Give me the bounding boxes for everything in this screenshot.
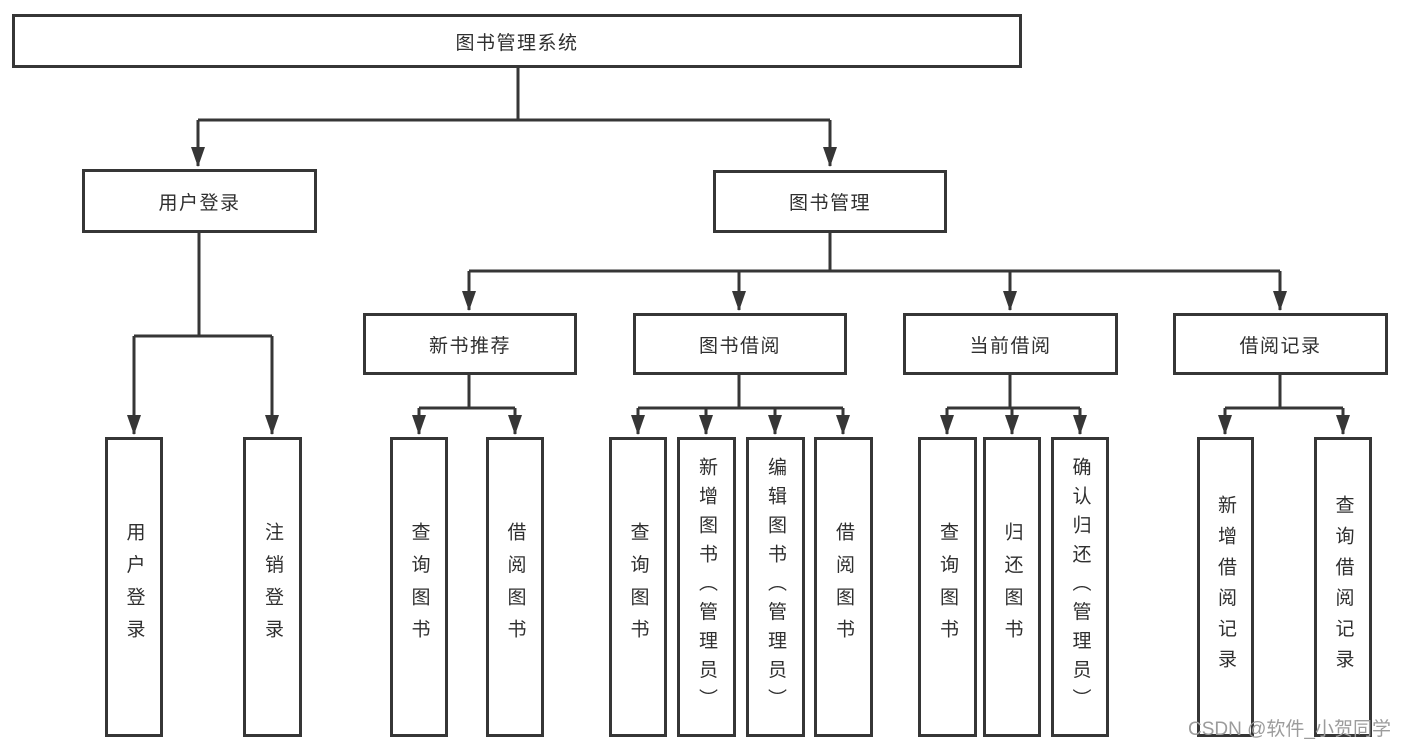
leaf-cb-query-book: 查询图书 — [918, 437, 977, 737]
branch-new-book-rec — [419, 375, 515, 410]
node-user-login: 用户登录 — [82, 169, 317, 233]
leaf-user-login: 用户登录 — [105, 437, 163, 737]
leaf-rec-borrow-book: 借阅图书 — [486, 437, 544, 737]
leaf-bb-borrow-book: 借阅图书 — [814, 437, 873, 737]
node-book-mgmt: 图书管理 — [713, 170, 947, 233]
leaf-bb-edit-book-admin: 编辑图书（管理员） — [746, 437, 805, 737]
leaf-bb-query-book: 查询图书 — [609, 437, 667, 737]
csdn-watermark: CSDN @软件_小贺同学 — [1188, 719, 1391, 740]
branch-borrow-records — [1225, 375, 1343, 410]
branch-book-mgmt — [469, 233, 1280, 273]
branch-user-login — [134, 233, 272, 338]
leaf-br-add-record: 新增借阅记录 — [1197, 437, 1254, 737]
leaf-cb-return-book: 归还图书 — [983, 437, 1041, 737]
leaf-br-query-record: 查询借阅记录 — [1314, 437, 1372, 737]
node-root: 图书管理系统 — [12, 14, 1022, 68]
leaf-cb-confirm-return-admin: 确认归还（管理员） — [1051, 437, 1109, 737]
branch-book-borrow — [638, 375, 843, 410]
branch-current-borrow — [947, 375, 1080, 410]
node-new-book-rec: 新书推荐 — [363, 313, 577, 375]
leaf-logout: 注销登录 — [243, 437, 302, 737]
node-book-borrow: 图书借阅 — [633, 313, 847, 375]
leaf-rec-query-book: 查询图书 — [390, 437, 448, 737]
node-current-borrow: 当前借阅 — [903, 313, 1118, 375]
node-borrow-records: 借阅记录 — [1173, 313, 1388, 375]
leaf-bb-add-book-admin: 新增图书（管理员） — [677, 437, 736, 737]
branch-root — [198, 68, 830, 122]
